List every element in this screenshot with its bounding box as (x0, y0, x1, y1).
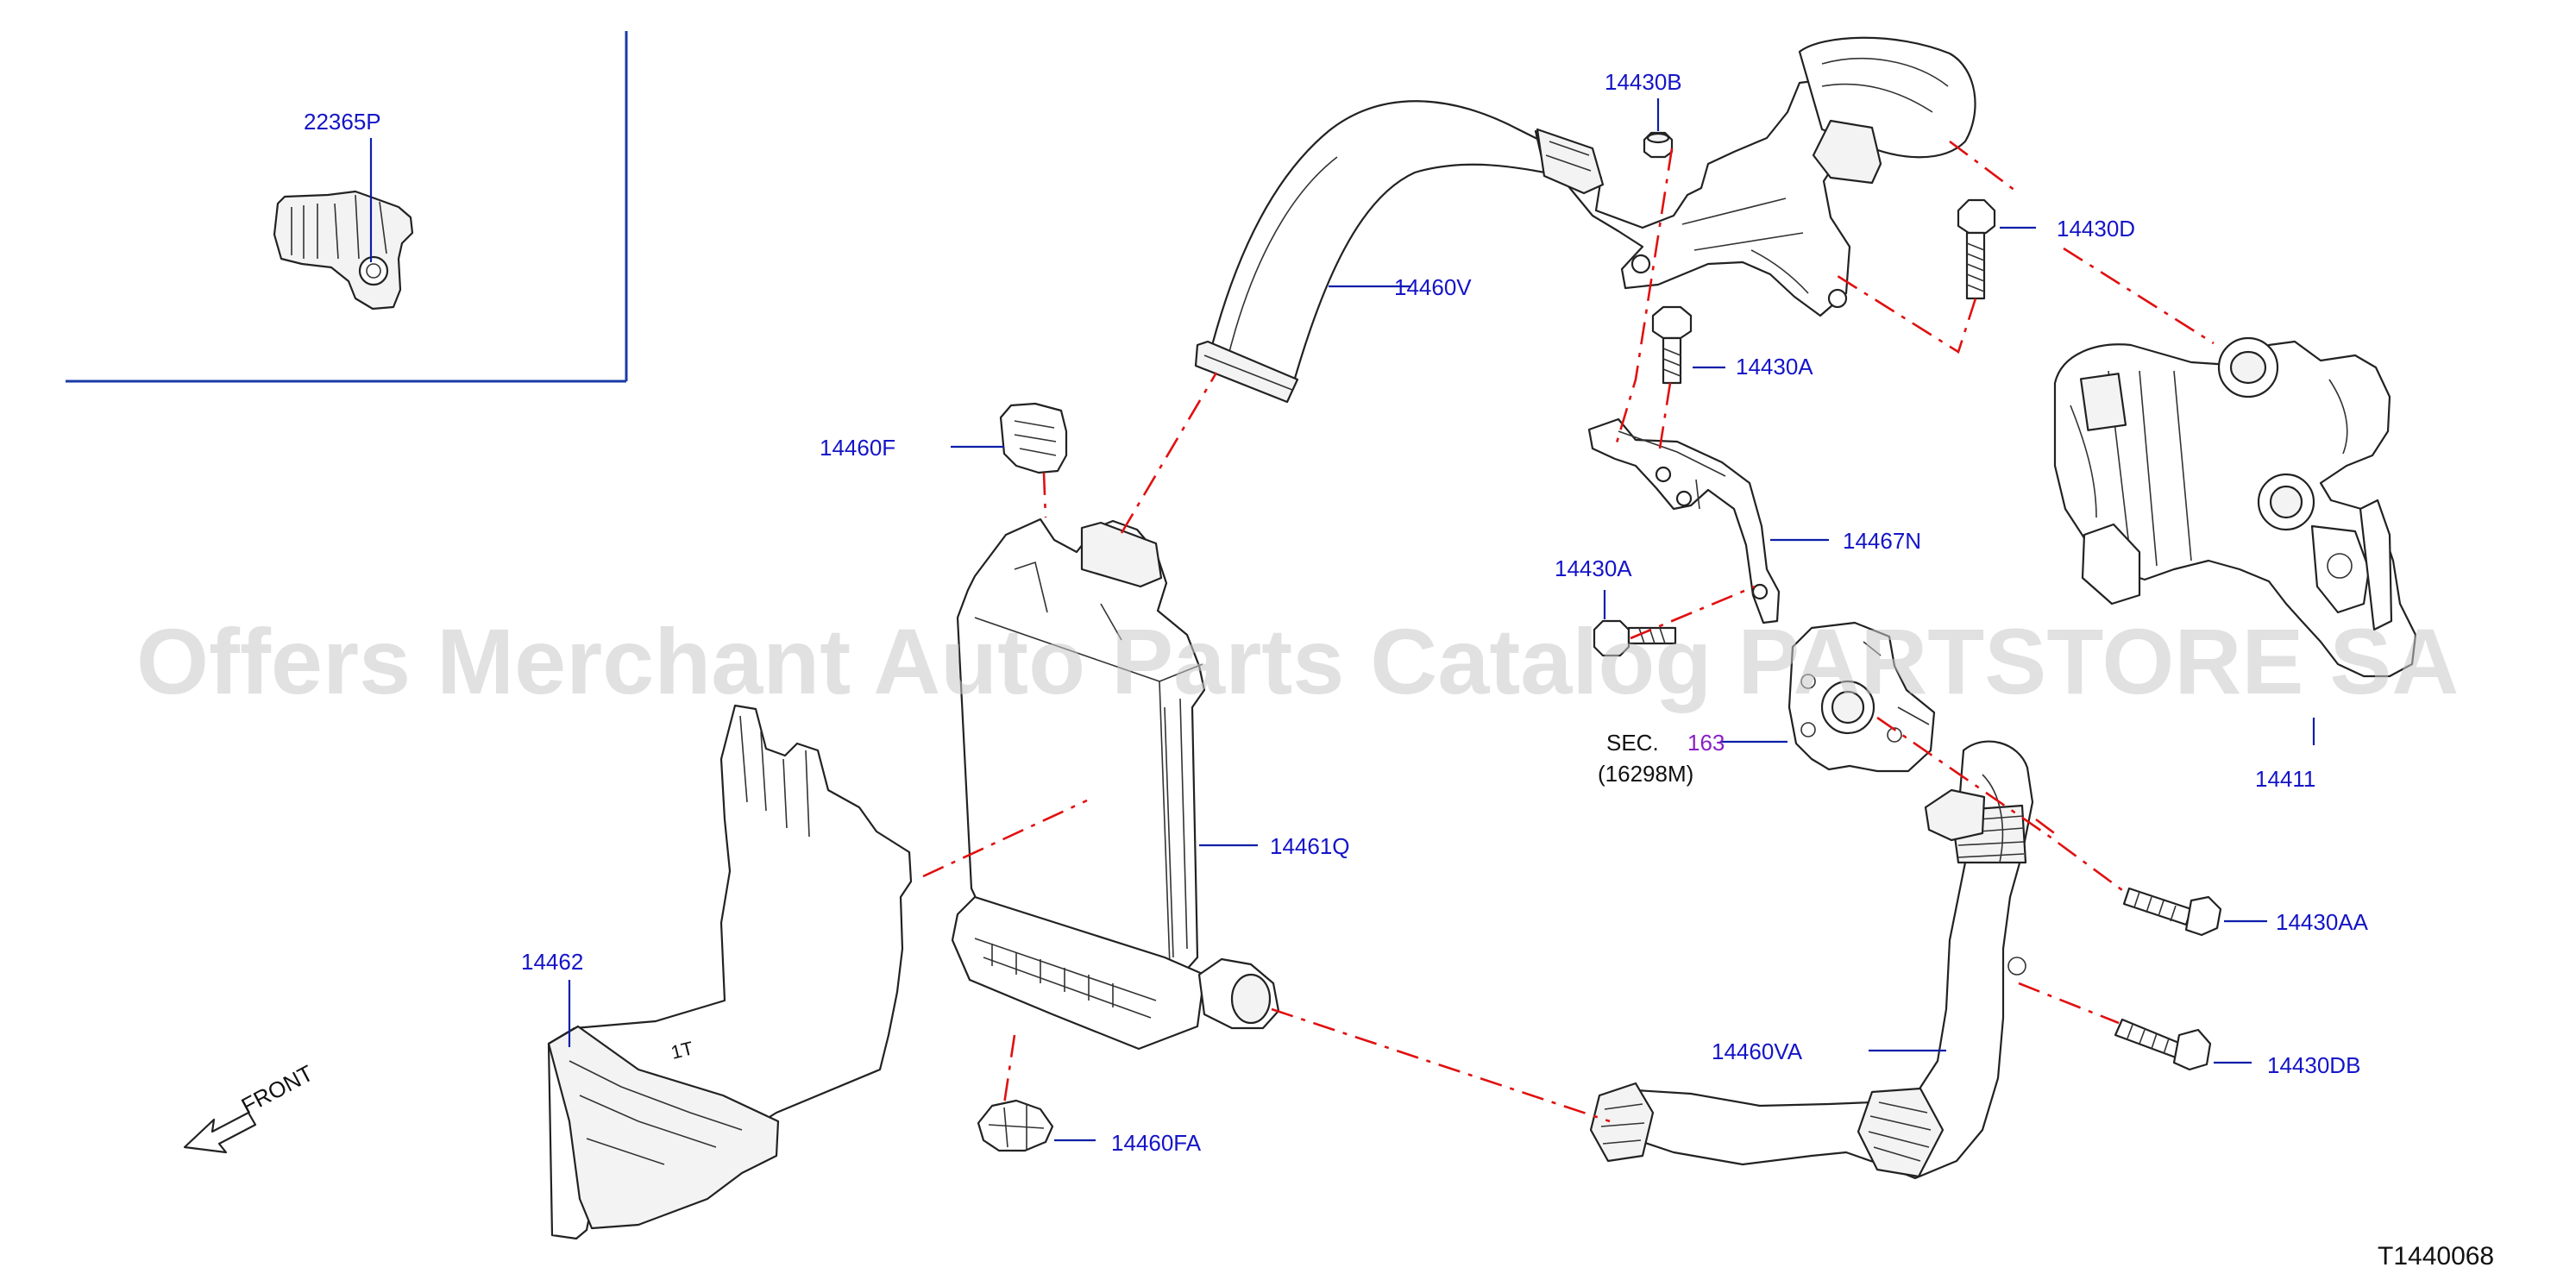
label-14411[interactable]: 14411 (2255, 766, 2315, 792)
inset-box (66, 31, 628, 383)
label-14462[interactable]: 14462 (521, 949, 583, 975)
watermark: Offers Merchant Auto Parts Catalog PARTS… (136, 609, 2459, 713)
section-sub: (16298M) (1598, 761, 1693, 787)
label-14430A-lower[interactable]: 14430A (1555, 555, 1632, 581)
clip-14460FA[interactable] (977, 1099, 1054, 1152)
drawing-number: T1440068 (2378, 1242, 2494, 1271)
bracket-14467N[interactable] (1587, 417, 1781, 624)
turbocharger-14411[interactable] (2053, 336, 2417, 678)
flange-sec-163[interactable] (1787, 621, 1936, 773)
part-labels: 22365P 14430B 14430D 14460V 14430A 14460… (304, 69, 2369, 1156)
label-14460FA[interactable]: 14460FA (1111, 1130, 1202, 1156)
bolt-14430A-lower[interactable] (1593, 619, 1677, 657)
svg-text:1T: 1T (669, 1037, 695, 1063)
section-prefix: SEC. (1606, 730, 1659, 756)
bolt-14430B[interactable] (1643, 131, 1674, 159)
clip-14460F[interactable] (999, 402, 1068, 474)
label-14430DB[interactable]: 14430DB (2267, 1052, 2360, 1078)
label-14430AA[interactable]: 14430AA (2276, 909, 2369, 935)
pressure-sensor-22365P[interactable] (273, 190, 414, 311)
bolt-14430AA[interactable] (2122, 887, 2222, 937)
intake-pipe-14460VA[interactable] (1589, 740, 2034, 1180)
label-14430B[interactable]: 14430B (1605, 69, 1682, 95)
bolt-14430A-upper[interactable] (1651, 305, 1693, 385)
intake-pipe-14460V[interactable] (1194, 36, 1976, 404)
label-14430A-upper[interactable]: 14430A (1736, 354, 1813, 380)
bolt-14430DB[interactable] (2114, 1018, 2212, 1071)
label-14460V[interactable]: 14460V (1394, 274, 1472, 300)
leader-lines (369, 98, 2315, 1142)
label-14430D[interactable]: 14430D (2057, 216, 2135, 242)
front-label: FRONT (237, 1060, 317, 1120)
label-22365P[interactable]: 22365P (304, 109, 381, 135)
label-14461Q[interactable]: 14461Q (1270, 833, 1350, 859)
bolt-14430D[interactable] (1957, 198, 1996, 300)
section-reference[interactable]: SEC. 163 (16298M) (1598, 730, 1725, 787)
connection-lines (922, 140, 2215, 1123)
front-arrow (183, 1111, 257, 1154)
intercooler-14461Q[interactable] (951, 518, 1280, 1051)
label-14467N[interactable]: 14467N (1843, 528, 1921, 554)
section-number[interactable]: 163 (1687, 730, 1725, 756)
label-14460F[interactable]: 14460F (820, 435, 895, 461)
label-14460VA[interactable]: 14460VA (1712, 1038, 1803, 1064)
air-duct-14462[interactable]: 1T (547, 704, 913, 1240)
